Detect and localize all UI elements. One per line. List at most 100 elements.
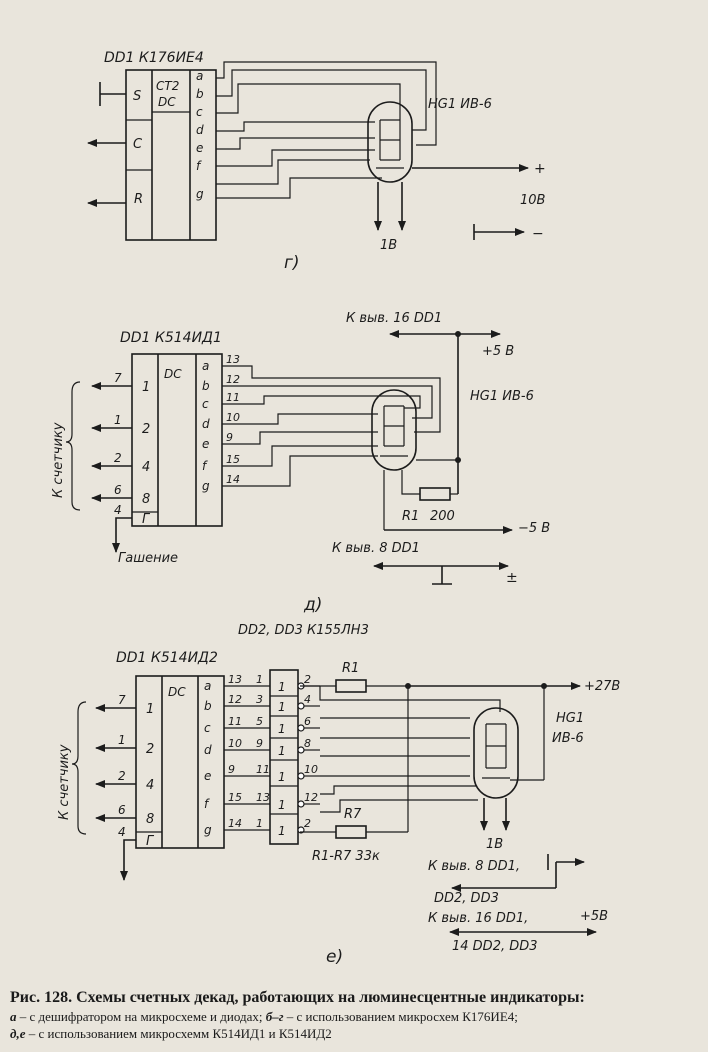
inverter-out-pin-e-5: 12 — [304, 791, 318, 804]
pin16-line1-e: К выв. 16 DD1, — [428, 911, 528, 926]
input-pin-e-3: 6 — [118, 803, 126, 817]
input-label-d-3: 8 — [142, 492, 150, 507]
pin16-label-d: К выв. 16 DD1 — [346, 311, 442, 326]
caption-text-de: – с использованием микросхемм К514ИД1 и … — [25, 1026, 332, 1041]
output-pin-e-c: 11 — [228, 715, 242, 728]
plus27-label: +27В — [584, 679, 620, 694]
wiring-g — [216, 61, 437, 199]
block-ct2-label: CT2 — [156, 79, 179, 93]
pin-c-label: C — [133, 137, 143, 152]
resistor-r7-e — [335, 825, 367, 839]
block-dc-label-d: DC — [164, 367, 182, 381]
inverter-symbol-e-5: 1 — [278, 798, 286, 812]
diagram-d: К выв. 16 DD1 DD1 К514ИД1 +5 В DC 172142… — [51, 311, 550, 615]
output-pin-d-c: 11 — [226, 391, 240, 404]
pin8-label-d: К выв. 8 DD1 — [332, 541, 420, 556]
minus5-label-d: −5 В — [518, 521, 550, 536]
caption-key-bg: б–г — [265, 1009, 284, 1024]
output-pin-e-d: 10 — [228, 737, 242, 750]
r-range-label-e: R1-R7 33к — [312, 849, 380, 864]
inverter-out-pin-e-3: 8 — [304, 737, 311, 750]
r1-label-e: R1 — [342, 661, 359, 676]
input-pin-e-2: 2 — [118, 769, 126, 783]
inverter-in-pin-e-a: 1 — [256, 673, 263, 686]
inv-label-e: DD2, DD3 К155ЛН3 — [238, 623, 369, 638]
output-pin-d-g: 14 — [226, 473, 240, 486]
inverter-in-pin-e-e: 11 — [256, 763, 270, 776]
inverter-in-pin-e-d: 9 — [256, 737, 263, 750]
output-letter-g-g: g — [196, 187, 204, 201]
input-label-e-4: Г — [146, 834, 155, 849]
inverter-symbol-e-4: 1 — [278, 770, 286, 784]
input-label-e-2: 4 — [146, 778, 154, 793]
sub-label-e: е) — [326, 947, 343, 967]
plus5-label-d: +5 В — [482, 344, 514, 359]
input-pin-e-4: 4 — [118, 825, 126, 839]
output-pin-d-b: 12 — [226, 373, 240, 386]
input-label-e-3: 8 — [146, 812, 154, 827]
caption-text-bg: – с использованием микросхем К176ИЕ4; — [283, 1009, 518, 1024]
caption-key-a: а — [10, 1009, 17, 1024]
inverter-out-pin-e-6: 2 — [304, 817, 311, 830]
blank-arrow-d — [112, 517, 132, 553]
caption-line-2: д,е – с использованием микросхемм К514ИД… — [10, 1025, 706, 1042]
input-pin-e-1: 1 — [118, 733, 126, 747]
input-label-d-1: 2 — [142, 422, 150, 437]
blank-arrow-e — [120, 839, 136, 881]
inverter-in-pin-e-g: 1 — [256, 817, 263, 830]
diagram-g: DD1 К176ИЕ4 HG1 ИВ-6 S C R CT2 DC abcdef… — [87, 50, 546, 273]
resistor-r1-d — [419, 487, 451, 501]
output-pin-e-g: 14 — [228, 817, 242, 830]
voltage-1v-e: 1В — [486, 837, 503, 852]
diagram-e: DD2, DD3 К155ЛН3 DD1 К514ИД2 DC 17214286… — [57, 623, 620, 967]
counter-label-d: К счетчику — [51, 422, 66, 498]
sub-label-d: д) — [303, 595, 322, 615]
output-pin-d-d: 10 — [226, 411, 240, 424]
chip-label-e: DD1 К514ИД2 — [116, 650, 218, 666]
output-letter-d-e: e — [202, 437, 209, 451]
output-letter-g-d: d — [196, 123, 204, 137]
pin16-line2-e: 14 DD2, DD3 — [452, 939, 538, 954]
input-pin-e-0: 7 — [118, 693, 126, 707]
inverter-column — [269, 669, 299, 845]
block-dc-label-g: DC — [158, 95, 176, 109]
inverter-symbol-e-6: 1 — [278, 824, 286, 838]
output-pin-d-a: 13 — [226, 353, 240, 366]
chip-label-g: DD1 К176ИЕ4 — [104, 50, 204, 66]
caption-title: Рис. 128. Схемы счетных декад, работающи… — [10, 989, 585, 1006]
output-letter-g-c: c — [196, 105, 203, 119]
tube-hg1-d — [371, 389, 417, 471]
inverter-in-pin-e-c: 5 — [256, 715, 263, 728]
input-label-d-0: 1 — [142, 380, 150, 395]
plus-sign-g: + — [534, 161, 546, 177]
output-pin-e-a: 13 — [228, 673, 242, 686]
caption-key-de: д,е — [10, 1026, 26, 1041]
chip-body-g — [125, 69, 217, 241]
output-letter-d-d: d — [202, 417, 210, 431]
output-letter-e-g: g — [204, 823, 212, 837]
minus-sign-g: − — [532, 226, 544, 242]
pin8-line1-e: К выв. 8 DD1, — [428, 859, 520, 874]
output-letter-d-b: b — [202, 379, 210, 393]
output-pin-e-b: 12 — [228, 693, 242, 706]
output-letter-d-c: c — [202, 397, 209, 411]
voltage-1v-g: 1В — [380, 238, 397, 253]
counter-label-e: К счетчику — [57, 744, 72, 820]
caption-line-1: а – с дешифратором на микросхеме и диода… — [10, 1008, 706, 1025]
output-letter-d-a: a — [202, 359, 209, 373]
blank-label: Гашение — [118, 551, 178, 566]
input-label-e-0: 1 — [146, 702, 154, 717]
tube-type-e: ИВ-6 — [552, 731, 584, 746]
output-letter-e-e: e — [204, 769, 211, 783]
pin-s-label: S — [133, 89, 141, 104]
pin-r-label: R — [134, 192, 143, 207]
inverter-symbol-e-3: 1 — [278, 744, 286, 758]
r1-label-d: R1 — [402, 509, 419, 524]
voltage-10v: 10В — [520, 193, 546, 208]
chip-label-d: DD1 К514ИД1 — [120, 330, 222, 346]
inverter-in-pin-e-f: 13 — [256, 791, 270, 804]
